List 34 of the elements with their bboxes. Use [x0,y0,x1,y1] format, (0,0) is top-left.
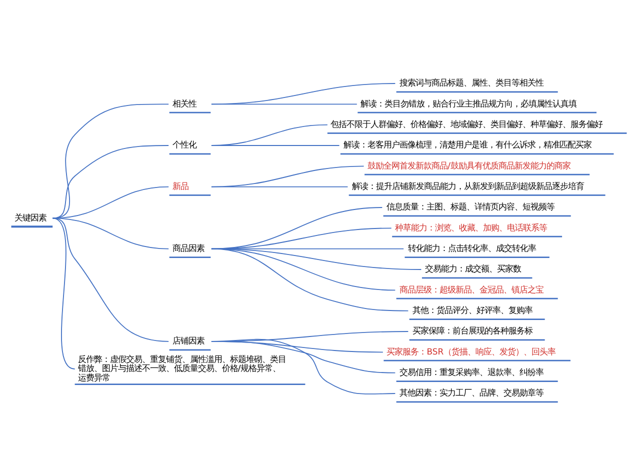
node-text: 关键因素 [14,212,46,222]
node-text: 解读：提升店铺新发商品能力，从新发到新品到超级新品逐步培育 [352,180,584,190]
connector [210,82,396,104]
node-text: 买家保障：前台展现的各种服务标 [412,325,532,336]
node-text: 解读：类目勿错放，贴合行业主推品规方向，必填属性认真填 [360,98,577,108]
node-text: 新品 [172,180,188,190]
node-text: 鼓励全网首发新款商品/鼓励具有优质商品新发能力的商家 [368,160,570,170]
node-text: 包括不限于人群偏好、价格偏好、地域偏好、类目偏好、种草偏好、服务偏好 [330,118,602,128]
node-text: 其他：货品评分、好评率、复购率 [412,304,532,314]
connector [52,217,76,369]
node-text: 买家服务：BSR（货描、响应、发货）、回头率 [386,346,556,356]
node-text: 信息质量：主图、标题、详情页内容、短视频等 [386,201,554,212]
node-text: 商品层级：超级新品、金冠品、镇店之宝 [399,284,544,294]
node-text: 种草能力：浏览、收藏、加购、电话联系等 [395,222,548,232]
node-text: 其他因素：实力工厂、品牌、交易勋章等 [399,387,544,398]
connector [52,144,170,218]
connector [52,186,170,218]
node-text: 商品因素 [172,242,204,252]
node-text: 店铺因素 [172,335,204,346]
node-text: 交易能力：成交额、买家数 [425,263,522,274]
connector [210,103,358,104]
node-text: 相关性 [172,98,196,108]
node-text: 搜索词与商品标题、属性、类目等相关性 [399,77,544,88]
connector [210,165,364,187]
node-text: 转化能力：点击转化率、成交转化率 [408,242,536,252]
connector [210,338,396,394]
connector [52,103,170,218]
node-text: 个性化 [172,139,196,150]
connector [210,144,340,146]
node-text: 解读：老客用户画像梳理，清楚用户是谁，有什么诉求，精准匹配买家 [343,139,592,150]
node-text: 交易信用：重复采购率、退款率、纠纷率 [399,366,544,376]
connector [210,248,409,311]
connector [210,186,348,187]
node-text: 反作弊：虚假交易、重复铺货、属性滥用、标题堆砌、类目错放、图片与描述不一致、低质量交易、价格/规格异常、运费异常 [78,353,286,382]
